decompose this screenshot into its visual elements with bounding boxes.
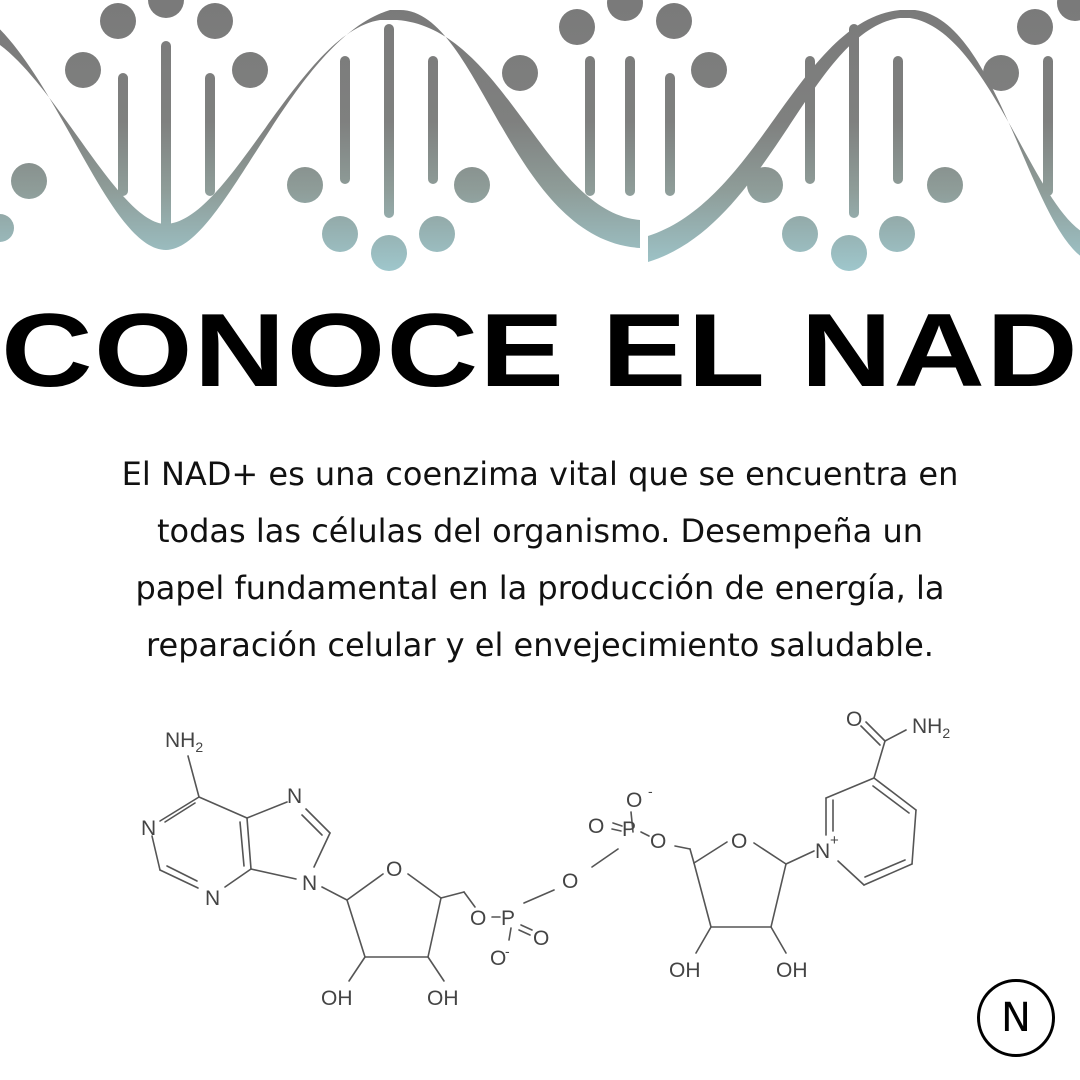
hydroxyl-label: OH: [776, 959, 808, 982]
hydroxyl-label: OH: [669, 959, 701, 982]
atom-o: O: [490, 947, 506, 970]
description-line: todas las células del organismo. Desempe…: [156, 512, 924, 550]
atom-n: N: [205, 887, 220, 910]
logo-letter: N: [1001, 995, 1031, 1041]
brand-logo: N: [977, 979, 1055, 1057]
nad-molecule-diagram: NH2 N N N N O OH OH O P O O - O P O O - …: [141, 708, 950, 1010]
atom-o: O: [650, 830, 666, 853]
description-line: reparación celular y el envejecimiento s…: [146, 626, 934, 664]
charge-label: +: [830, 832, 839, 849]
atom-n-plus: N: [815, 840, 830, 863]
atom-o: O: [386, 858, 402, 881]
atom-p: P: [622, 818, 636, 841]
hydroxyl-label: OH: [321, 987, 353, 1010]
atom-o: O: [562, 870, 578, 893]
atom-n: N: [287, 785, 302, 808]
atom-n: N: [302, 872, 317, 895]
atom-n: N: [141, 817, 156, 840]
atom-o: O: [846, 708, 862, 731]
atom-o: O: [731, 830, 747, 853]
description-line: El NAD+ es una coenzima vital que se enc…: [121, 455, 959, 493]
atom-p: P: [501, 907, 515, 930]
charge-label: -: [648, 783, 653, 799]
page-title: CONOCE EL NAD: [1, 293, 1079, 409]
dna-helix-icon: [0, 0, 1080, 271]
description-line: papel fundamental en la producción de en…: [135, 569, 945, 607]
description: El NAD+ es una coenzima vital que se enc…: [30, 446, 1050, 674]
amine-label: NH2: [165, 729, 203, 755]
hydroxyl-label: OH: [427, 987, 459, 1010]
atom-o: O: [588, 815, 604, 838]
charge-label: -: [505, 943, 510, 959]
atom-o: O: [626, 789, 642, 812]
atom-o: O: [533, 927, 549, 950]
amide-label: NH2: [912, 715, 950, 741]
atom-o: O: [470, 907, 486, 930]
